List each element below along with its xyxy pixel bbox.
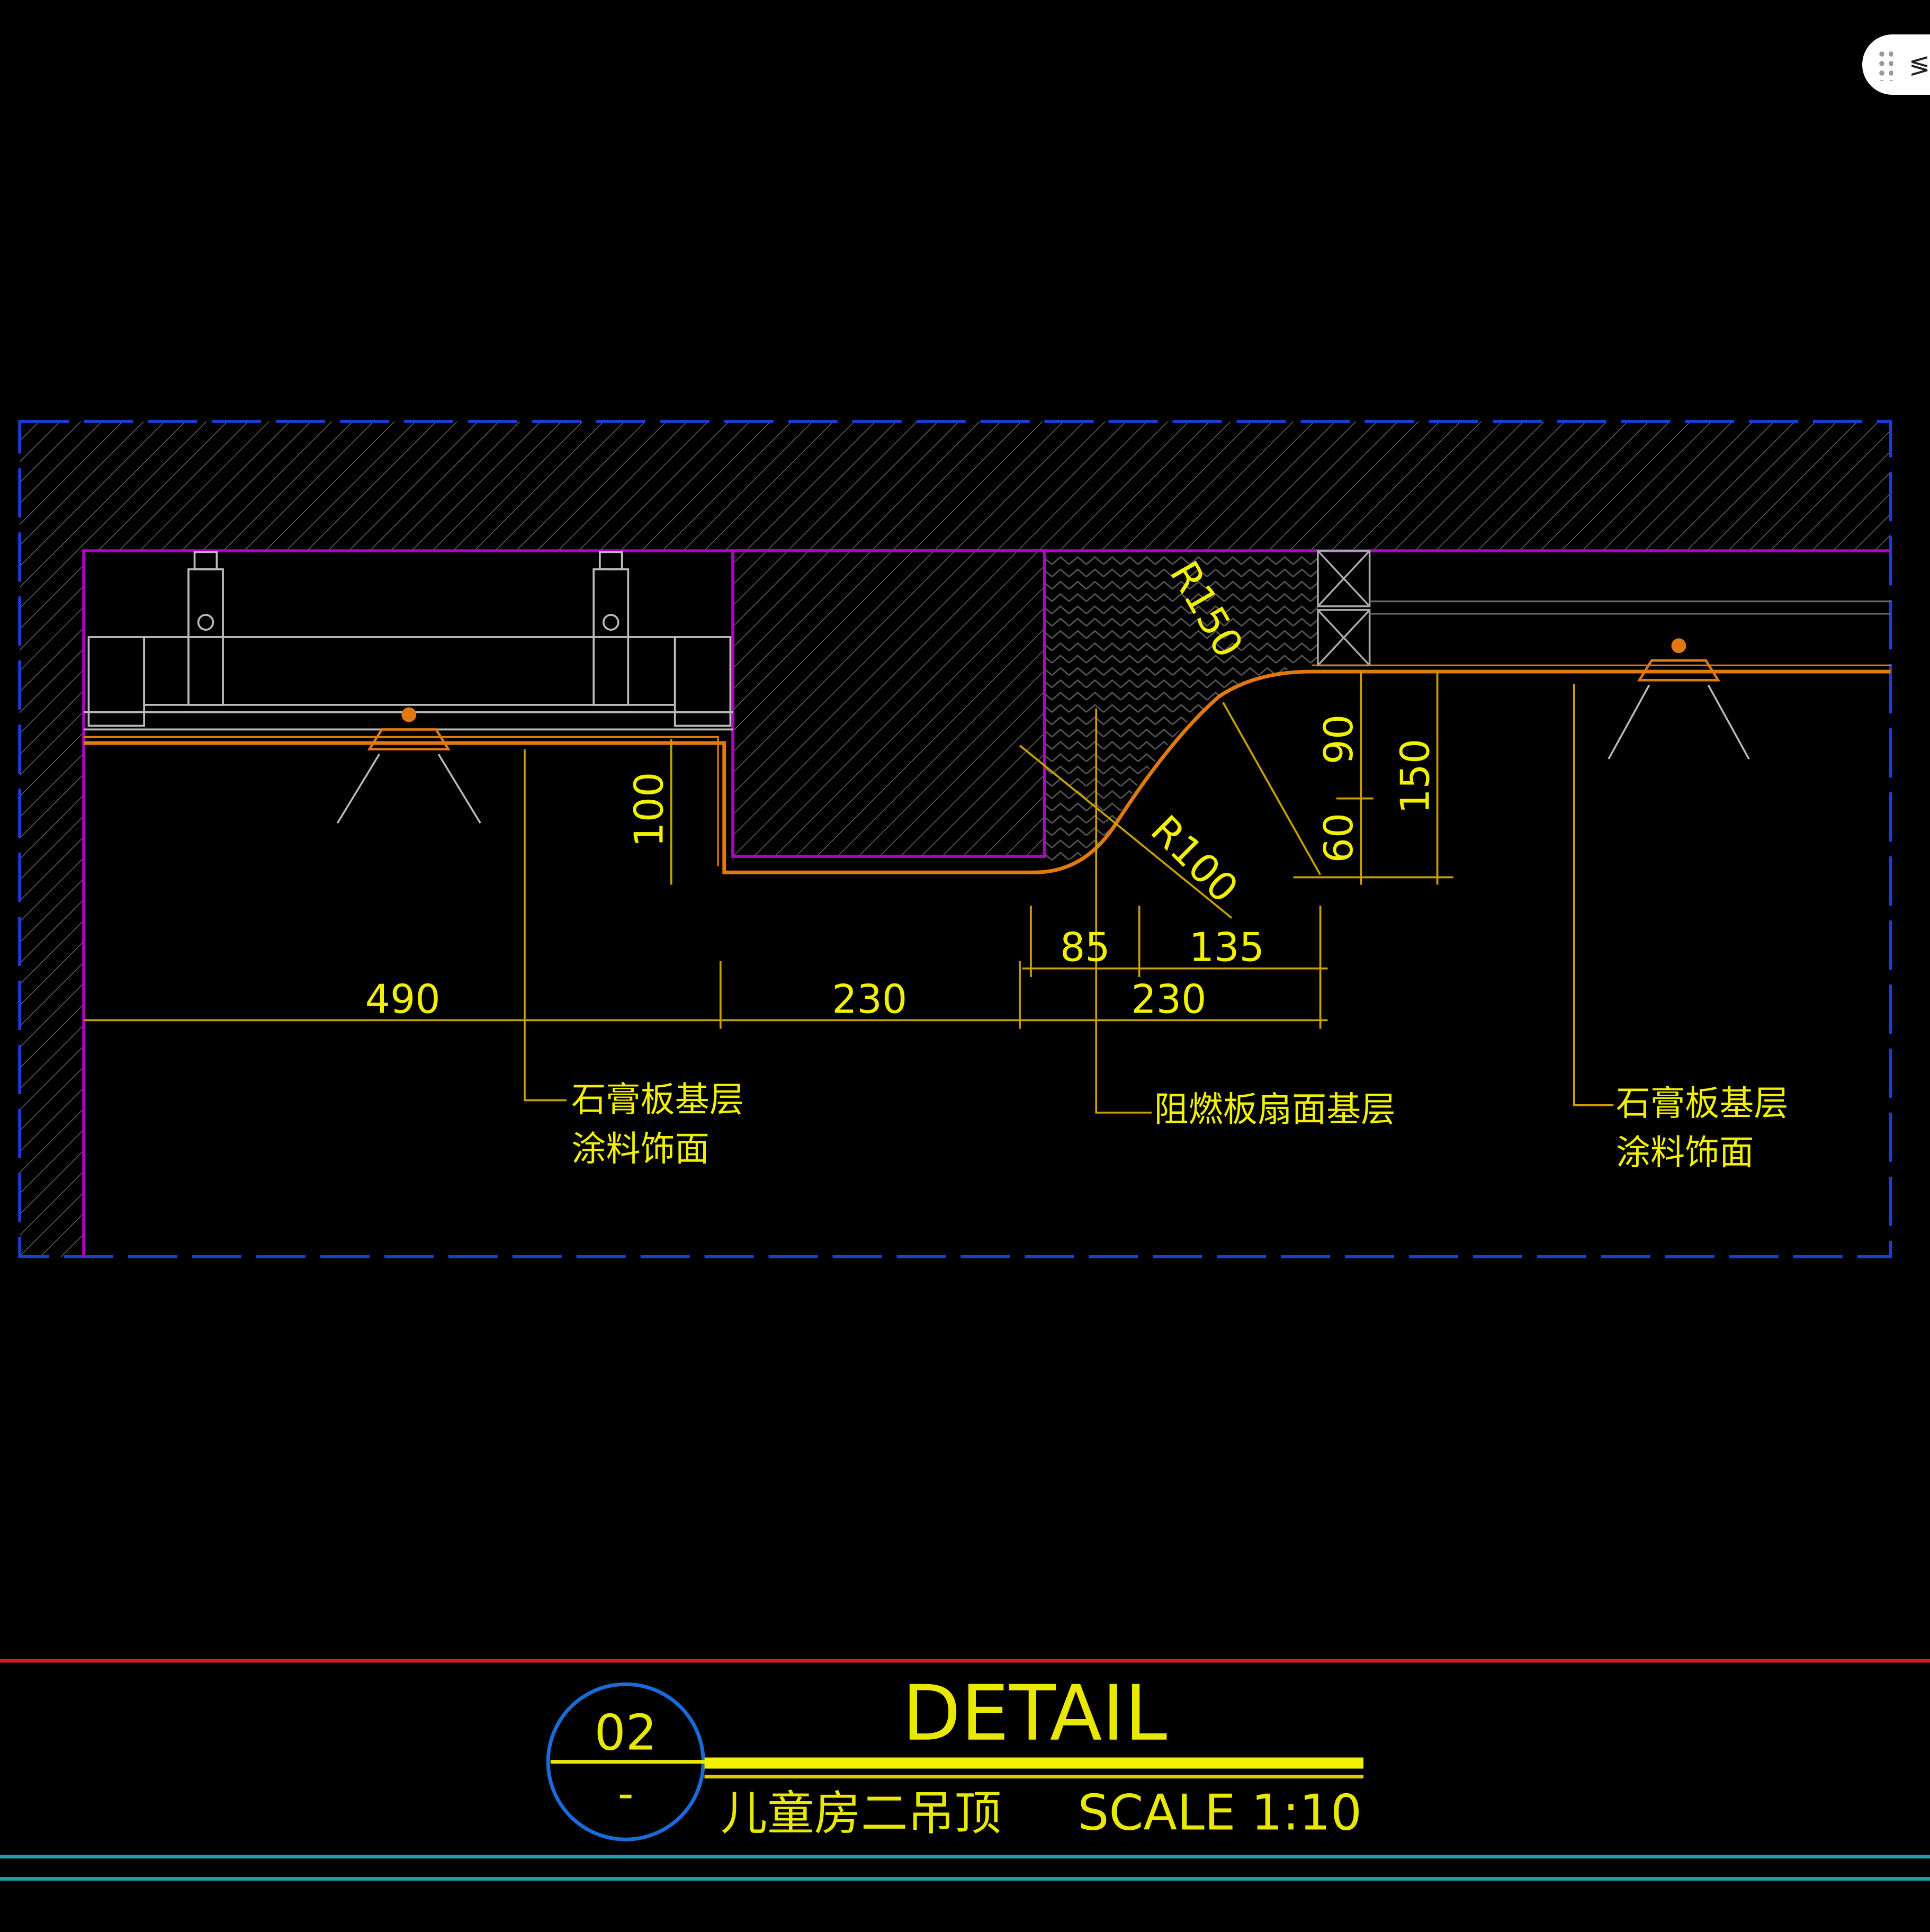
fan-board-infill bbox=[1044, 551, 1318, 863]
dim-85: 85 bbox=[1060, 925, 1110, 971]
detail-number: 02 bbox=[594, 1704, 657, 1761]
floating-toolbar[interactable]: ≶ bbox=[1862, 34, 1930, 95]
label-fireproof-board: 阻燃板扇面基层 bbox=[1154, 1090, 1396, 1130]
dim-150: 150 bbox=[1392, 739, 1438, 814]
dim-60: 60 bbox=[1316, 813, 1362, 863]
suspension-system bbox=[84, 551, 733, 731]
drag-grip-icon[interactable] bbox=[1877, 49, 1893, 81]
toolbar-tool-icon[interactable]: ≶ bbox=[1909, 50, 1930, 80]
downlight-left-icon bbox=[336, 707, 481, 824]
downlight-right-icon bbox=[1608, 638, 1750, 760]
label-gypsum-right-2: 涂料饰面 bbox=[1616, 1133, 1754, 1173]
soffit-block bbox=[731, 549, 1046, 858]
detail-subtitle: 儿童房二吊顶 bbox=[721, 1786, 1001, 1841]
dim-135: 135 bbox=[1189, 925, 1264, 971]
dim-230-b: 230 bbox=[1131, 976, 1206, 1022]
sheet-number: - bbox=[618, 1767, 634, 1819]
dimension-lines bbox=[84, 672, 1614, 1114]
detail-scale: SCALE 1:10 bbox=[1078, 1784, 1362, 1841]
label-gypsum-left-2: 涂料饰面 bbox=[571, 1130, 710, 1169]
ceiling-finish-line bbox=[84, 669, 1891, 874]
dim-490: 490 bbox=[365, 976, 441, 1022]
dim-230-a: 230 bbox=[832, 976, 907, 1022]
radius-r100: R100 bbox=[1142, 807, 1247, 912]
dim-100: 100 bbox=[626, 772, 672, 847]
label-gypsum-left-1: 石膏板基层 bbox=[571, 1080, 744, 1120]
dim-90: 90 bbox=[1316, 714, 1362, 765]
concrete-slab bbox=[20, 421, 1891, 1257]
timber-block bbox=[1317, 550, 1891, 667]
drawing-frame bbox=[18, 419, 1892, 1258]
label-gypsum-right-1: 石膏板基层 bbox=[1616, 1084, 1789, 1123]
detail-title: DETAIL bbox=[902, 1669, 1168, 1758]
